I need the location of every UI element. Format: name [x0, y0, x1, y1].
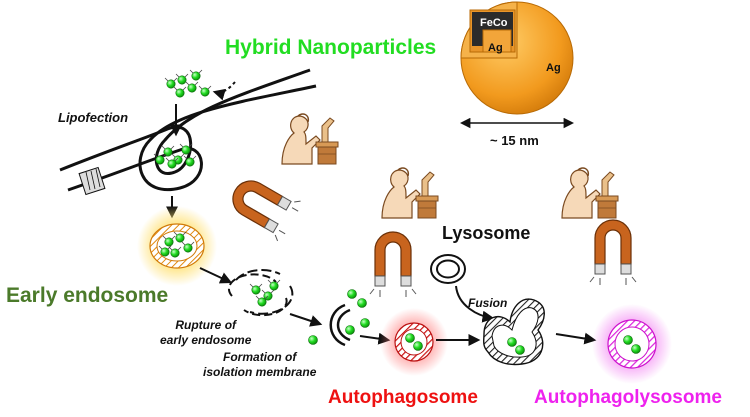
dotted-arrow — [212, 81, 236, 101]
arrow-to-rupture — [199, 267, 233, 284]
autophagosome-label: Autophagosome — [328, 387, 478, 408]
autophagolysosome — [592, 304, 672, 384]
hybrid-nanoparticles-title: Hybrid Nanoparticles — [225, 36, 437, 59]
scientist-microscope-icon — [561, 167, 619, 219]
rupture-label: Rupture of early endosome — [160, 318, 251, 348]
magnet-icon — [589, 219, 637, 286]
fusion-arrow — [455, 285, 495, 323]
formation-label-line2: isolation membrane — [203, 365, 317, 379]
fusion-label: Fusion — [468, 296, 508, 310]
autophagolysosome-label: Autophagolysosome — [534, 387, 722, 408]
inner-shell-label: Ag — [488, 42, 503, 54]
autophagosome — [380, 308, 448, 376]
rupture-label-line2: early endosome — [160, 333, 252, 347]
early-endosome-label: Early endosome — [6, 284, 169, 307]
arrow-to-formation — [289, 313, 323, 327]
size-label: ~ 15 nm — [490, 133, 539, 148]
arrow-to-autophagolysosome — [555, 332, 597, 345]
formation-label-line1: Formation of — [223, 350, 297, 364]
scientist-microscope-icon — [381, 167, 439, 219]
lysosome-label: Lysosome — [442, 223, 531, 243]
lipofection-label: Lipofection — [58, 110, 129, 125]
magnet-icon — [223, 169, 304, 244]
fusion-body — [482, 298, 545, 366]
isolation-membrane — [329, 303, 351, 347]
early-endosome — [137, 206, 217, 286]
hybrid-nanoparticle-sphere — [460, 1, 574, 115]
magnet-icon — [369, 231, 417, 298]
membrane-channel — [78, 166, 106, 196]
rupture-label-line1: Rupture of — [175, 318, 237, 332]
formation-label: Formation of isolation membrane — [203, 350, 316, 380]
nanoparticle-cluster-incoming — [164, 69, 212, 98]
ruptured-endosome — [227, 269, 294, 317]
core-label: FeCo — [480, 17, 508, 29]
scientist-microscope-icon — [281, 113, 339, 165]
outer-shell-label: Ag — [546, 62, 561, 74]
lysosome — [430, 254, 466, 284]
